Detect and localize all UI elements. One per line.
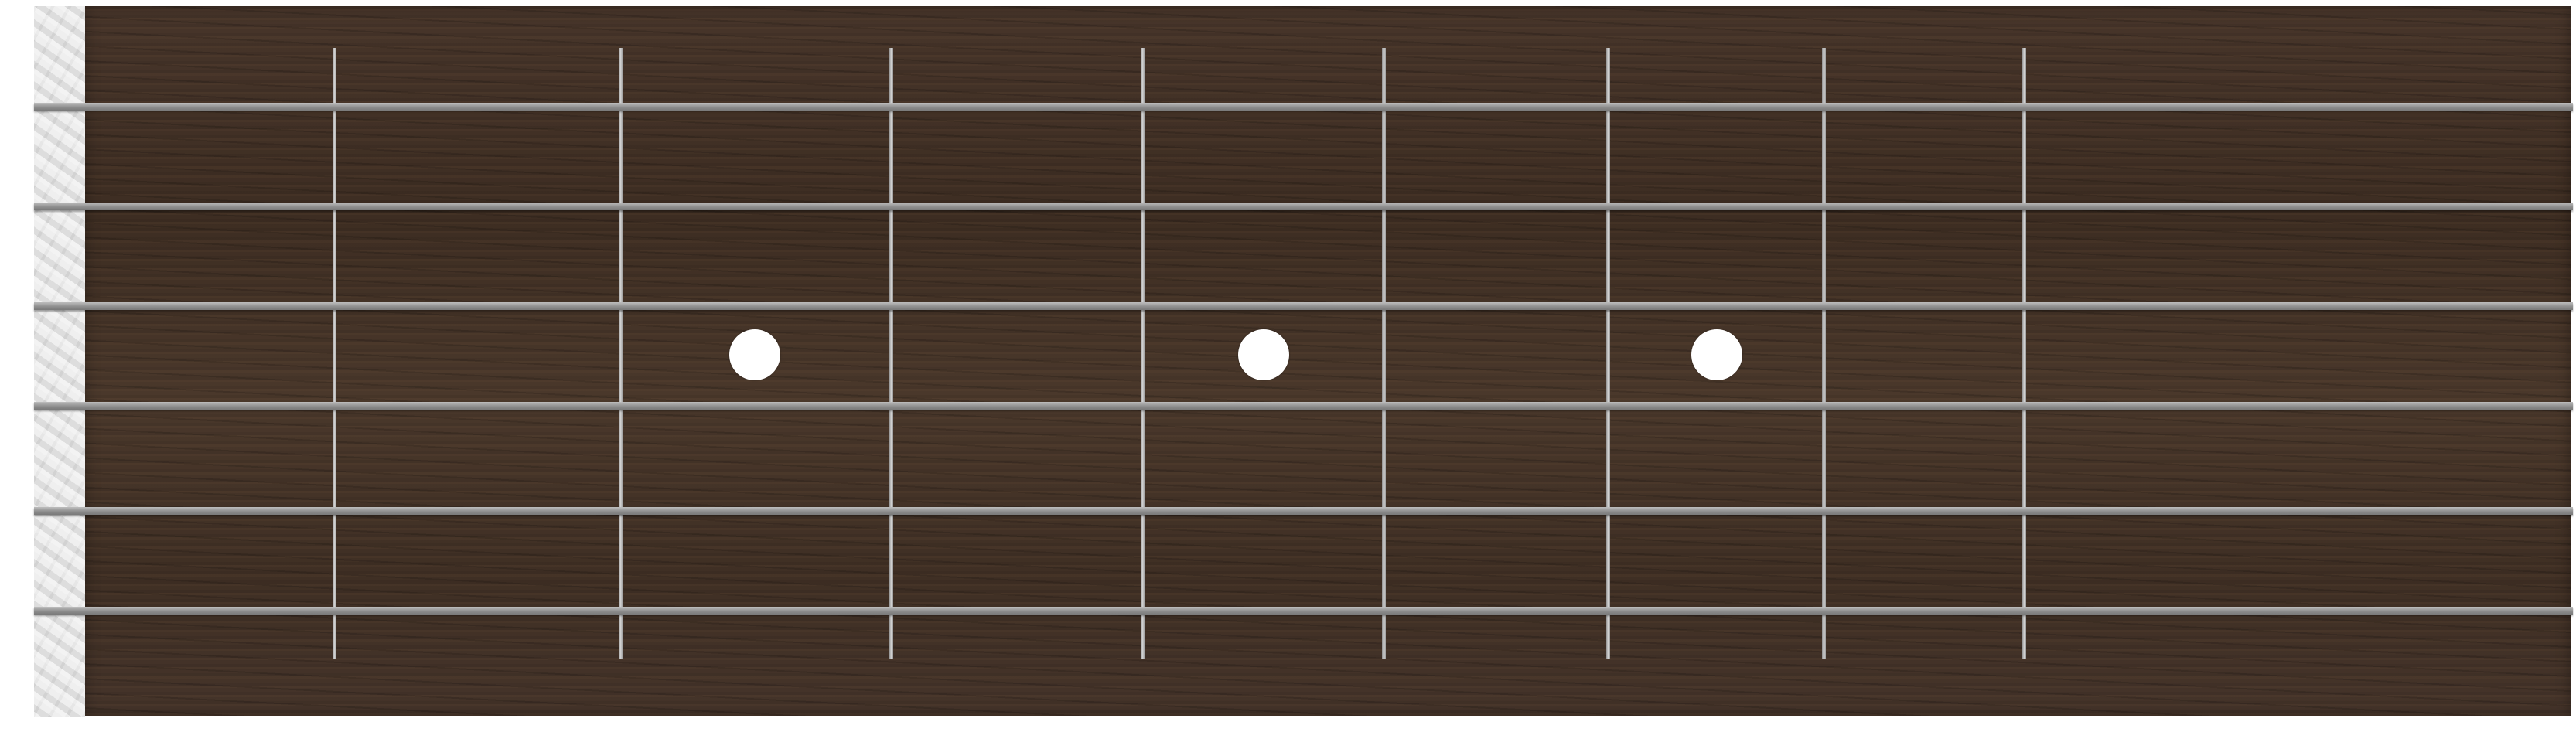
fret-8 [2022, 48, 2026, 659]
string-5[interactable] [34, 507, 2573, 515]
fret-5 [1382, 48, 1386, 659]
fret-1 [333, 48, 336, 659]
fretboard-wood[interactable] [85, 6, 2571, 716]
nut [34, 6, 85, 717]
fret-6 [1606, 48, 1610, 659]
string-6[interactable] [34, 607, 2573, 615]
fret-2 [619, 48, 623, 659]
fret-7 [1822, 48, 1826, 659]
inlay-dot-fret-3 [729, 329, 780, 380]
string-3[interactable] [34, 302, 2573, 310]
string-2[interactable] [34, 203, 2573, 210]
string-1[interactable] [34, 103, 2573, 111]
fret-3 [889, 48, 893, 659]
inlay-dot-fret-7 [1691, 329, 1742, 380]
inlay-dot-fret-5 [1238, 329, 1289, 380]
string-4[interactable] [34, 402, 2573, 410]
fret-4 [1141, 48, 1145, 659]
